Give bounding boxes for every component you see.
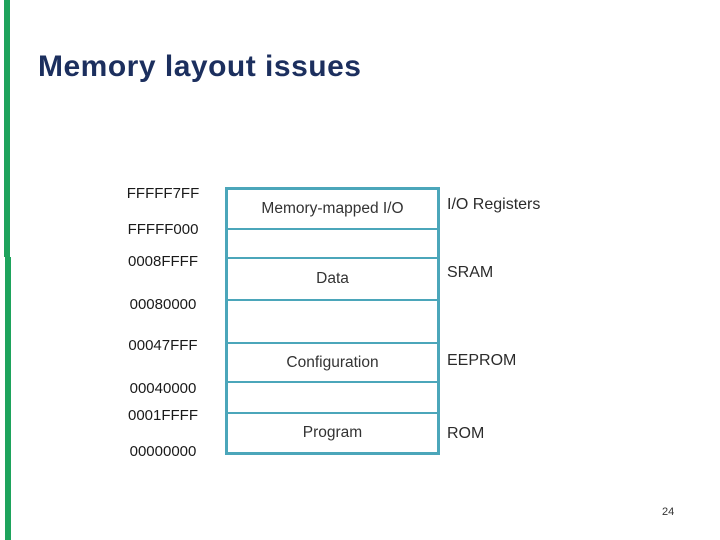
region-label: Configuration — [286, 353, 379, 371]
memory-region-row: Program — [228, 412, 437, 452]
address-label: 00040000 — [129, 380, 197, 397]
memory-map-diagram: Memory-mapped I/O Data Configuration Pro… — [225, 187, 440, 455]
spacer-row — [228, 299, 437, 342]
region-label: Data — [316, 270, 349, 287]
memory-region-row: Configuration — [228, 342, 437, 381]
address-label: 00080000 — [129, 296, 197, 313]
address-label: FFFFF000 — [127, 221, 199, 238]
memory-type-label: ROM — [447, 425, 485, 442]
memory-region-row: Data — [228, 257, 437, 299]
memory-region-row: Memory-mapped I/O — [228, 190, 437, 228]
address-label: 0008FFFF — [127, 253, 199, 270]
memory-type-label: I/O Registers — [447, 196, 541, 213]
accent-bar-lower — [5, 257, 11, 540]
memory-type-label: SRAM — [447, 264, 494, 281]
spacer-row — [228, 381, 437, 412]
accent-bar — [4, 0, 10, 257]
region-label: Program — [302, 424, 363, 441]
slide-title: Memory layout issues — [38, 50, 362, 83]
address-label: FFFFF7FF — [126, 185, 200, 202]
address-label: 0001FFFF — [127, 407, 199, 424]
page-number: 24 — [662, 506, 675, 518]
region-label: Memory-mapped I/O — [261, 200, 404, 217]
memory-type-label: EEPROM — [447, 352, 517, 369]
address-label: 00000000 — [129, 443, 197, 460]
spacer-row — [228, 228, 437, 257]
address-label: 00047FFF — [128, 337, 198, 354]
